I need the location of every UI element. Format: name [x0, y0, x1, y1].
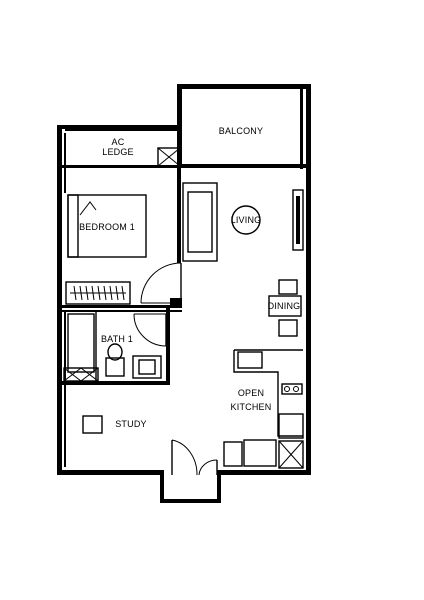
label-ac-ledge-2: LEDGE	[102, 147, 134, 157]
tv-console-icon	[292, 189, 304, 251]
label-living: LIVING	[231, 215, 262, 225]
living-circle	[231, 205, 261, 235]
bath-fixtures	[67, 312, 162, 381]
kitchen-counter-icon	[233, 349, 304, 439]
label-bath: BATH 1	[101, 334, 133, 344]
bedroom-door	[140, 262, 182, 304]
label-dining: DINING	[268, 301, 301, 311]
sofa-icon	[182, 182, 218, 262]
dining-set-icon	[268, 279, 302, 337]
entrance-door	[171, 439, 218, 476]
outer-walls	[57, 84, 311, 503]
label-study: STUDY	[115, 419, 147, 429]
label-balcony: BALCONY	[219, 126, 263, 136]
wardrobe-icon	[65, 281, 131, 305]
bath-door	[133, 313, 167, 347]
bed-icon	[67, 194, 147, 258]
ac-unit-icon	[157, 147, 181, 167]
ac-unit-study-icon	[63, 367, 99, 382]
study-chair-icon	[82, 415, 103, 434]
label-ac-ledge-1: AC	[112, 137, 125, 147]
label-kitchen-1: OPEN	[238, 388, 264, 398]
label-kitchen-2: KITCHEN	[231, 402, 272, 412]
appliances-icon	[223, 439, 304, 469]
label-bedroom: BEDROOM 1	[79, 222, 135, 232]
